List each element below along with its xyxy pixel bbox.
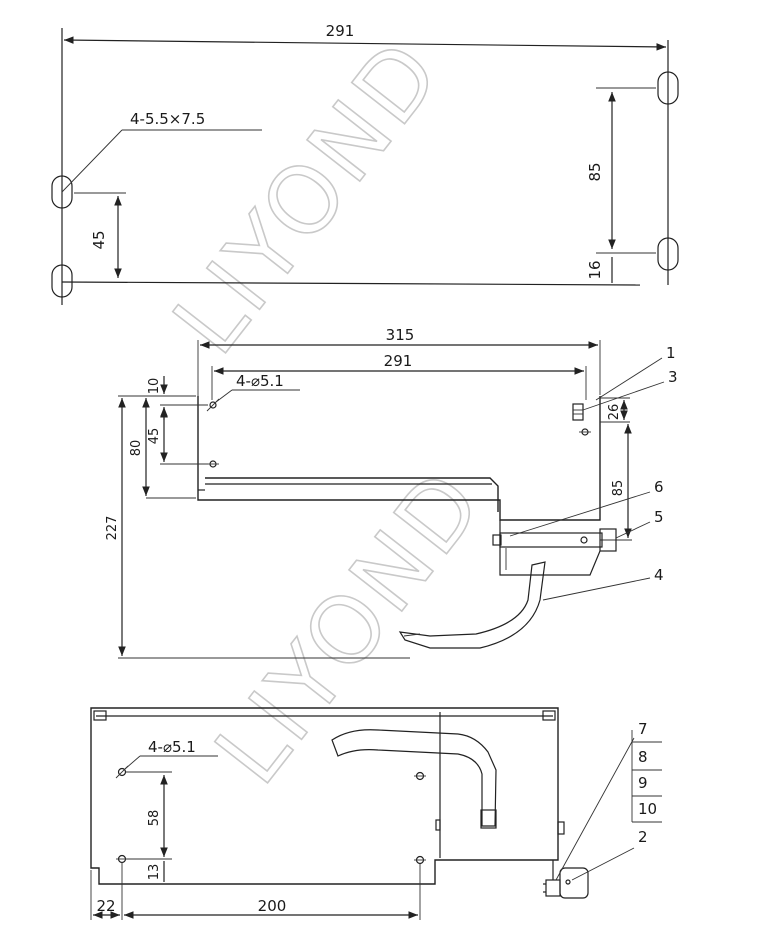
left-spacing-dimension: 45 (90, 230, 108, 249)
operating-handle (331, 729, 497, 827)
component-5 (599, 528, 617, 552)
dim-80: 80 (129, 440, 144, 457)
callout-8: 8 (638, 748, 648, 766)
component-6-hole (580, 536, 588, 544)
watermark-text: LIYOND (195, 450, 504, 804)
watermark-top: LIYOND (152, 19, 463, 375)
slot-hole (657, 237, 679, 271)
hole-note: 4-⌀5.1 (236, 372, 284, 390)
enclosure-outline (90, 707, 559, 885)
callout-2: 2 (638, 828, 648, 846)
callout-leader (571, 847, 635, 881)
leader-line (215, 389, 233, 403)
inner-width-dimension: 291 (384, 352, 413, 370)
top-view: 315 291 4-⌀5.1 10 45 80 227 (105, 326, 678, 659)
slot-hole (657, 71, 679, 105)
callout-leader (582, 381, 665, 411)
auxiliary-switch (559, 867, 589, 899)
mount-hole (414, 771, 426, 781)
switch-terminal (565, 879, 571, 885)
dim-26: 26 (607, 404, 622, 421)
dim-22: 22 (96, 897, 115, 915)
handle-grip-line (403, 633, 421, 637)
panel-clip (435, 819, 441, 831)
bottom-reference-line (61, 281, 641, 286)
slot-hole (51, 175, 73, 209)
mount-hole (414, 855, 426, 865)
component-6-end (492, 534, 502, 546)
callout-leader (615, 521, 651, 539)
right-spacing-dimension: 85 (586, 162, 604, 181)
dim-10: 10 (147, 378, 162, 395)
dim-227: 227 (105, 516, 120, 541)
lower-bracket (499, 520, 601, 576)
callout-3: 3 (668, 368, 678, 386)
slot-hole (51, 264, 73, 298)
callout-7: 7 (638, 720, 648, 738)
mount-hole (579, 428, 591, 436)
outer-width-dimension: 315 (386, 326, 415, 344)
component-3 (572, 403, 584, 421)
watermark-bottom: LIYOND (194, 449, 505, 805)
switch-bracket (545, 879, 561, 897)
dim-58: 58 (147, 810, 162, 827)
leader-line (61, 129, 123, 193)
dim-200: 200 (258, 897, 287, 915)
callout-4: 4 (654, 566, 664, 584)
callout-10: 10 (638, 800, 657, 818)
watermark-text: LIYOND (153, 20, 462, 374)
callout-1: 1 (666, 344, 676, 362)
dim-45: 45 (147, 428, 162, 445)
callout-leader (542, 577, 651, 601)
side-clip (557, 821, 565, 835)
callout-leader (509, 491, 651, 537)
handle-tip (480, 809, 497, 829)
callout-leader (595, 357, 663, 401)
hole-note: 4-⌀5.1 (148, 738, 196, 756)
dim-85: 85 (611, 480, 626, 497)
width-dimension: 291 (326, 22, 355, 40)
dim-13: 13 (147, 864, 162, 881)
slot-hole-note: 4-5.5×7.5 (130, 110, 205, 128)
callout-5: 5 (654, 508, 664, 526)
operating-handle (398, 561, 546, 649)
callout-6: 6 (654, 478, 664, 496)
callout-leader (555, 737, 635, 881)
front-view: 4-⌀5.1 58 13 22 200 7 8 9 10 2 (90, 707, 662, 920)
mount-hole (207, 460, 219, 468)
mounting-holes-view: 291 4-5.5×7.5 45 85 16 (51, 22, 679, 305)
bracket-rail (205, 477, 499, 512)
right-offset-dimension: 16 (586, 260, 604, 279)
callout-9: 9 (638, 774, 648, 792)
width-dimension-line (63, 36, 667, 51)
bracket-outline (197, 396, 601, 521)
leader-line (124, 755, 141, 770)
